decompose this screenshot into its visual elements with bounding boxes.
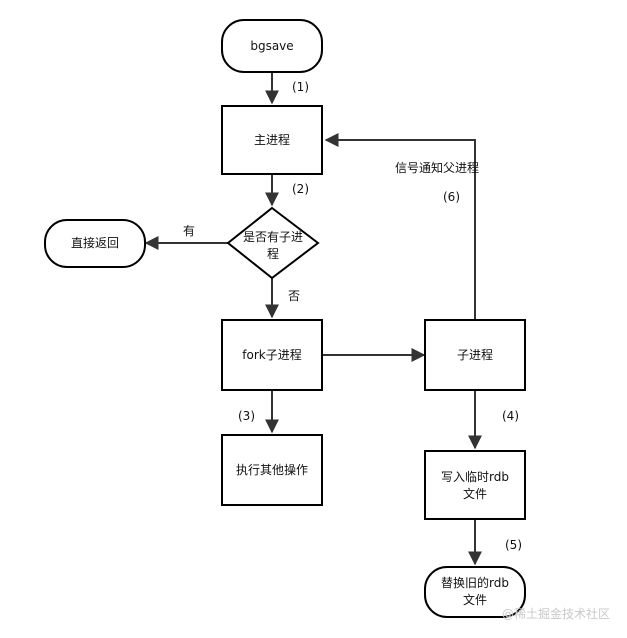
node-write-temp-label-line1: 写入临时rdb: [441, 470, 509, 484]
node-has-child-label-line1: 是否有子进: [243, 230, 303, 244]
node-replace-old-label-line1: 替换旧的rdb: [441, 575, 509, 590]
watermark: @稀土掘金技术社区: [502, 606, 610, 621]
node-bgsave-label: bgsave: [250, 39, 293, 53]
node-fork-child: [221, 319, 323, 391]
edge-label-signal-parent: 信号通知父进程: [395, 160, 479, 175]
node-return-direct: [44, 219, 146, 268]
node-return-direct-label: 直接返回: [71, 235, 119, 250]
edge-label-yes: 有: [183, 224, 195, 238]
edge-child-signal-to-main: [324, 133, 476, 320]
node-other-ops-label: 执行其他操作: [236, 462, 308, 477]
edge-label-step5: (5): [505, 538, 522, 552]
node-fork-child-label: fork子进程: [242, 347, 301, 362]
node-child-process: [424, 319, 526, 391]
node-write-temp-label-line2: 文件: [463, 486, 487, 501]
node-replace-old-rdb: [424, 566, 526, 618]
node-has-child-decision: [226, 206, 320, 280]
node-other-ops: [221, 434, 323, 506]
edge-label-step3: (3): [238, 409, 255, 423]
edge-label-step1: (1): [292, 80, 309, 94]
edge-label-no: 否: [288, 289, 300, 303]
node-write-temp-rdb: [424, 450, 526, 520]
edge-label-step4: (4): [502, 409, 519, 423]
node-main-process-label: 主进程: [254, 132, 290, 147]
node-replace-old-label-line2: 文件: [463, 592, 487, 607]
node-bgsave: [221, 19, 323, 73]
node-child-process-label: 子进程: [457, 347, 493, 362]
node-has-child-label-line2: 程: [267, 246, 279, 261]
edge-label-step6: (6): [443, 190, 460, 204]
node-main-process: [221, 105, 323, 175]
edge-label-step2: (2): [292, 182, 309, 196]
